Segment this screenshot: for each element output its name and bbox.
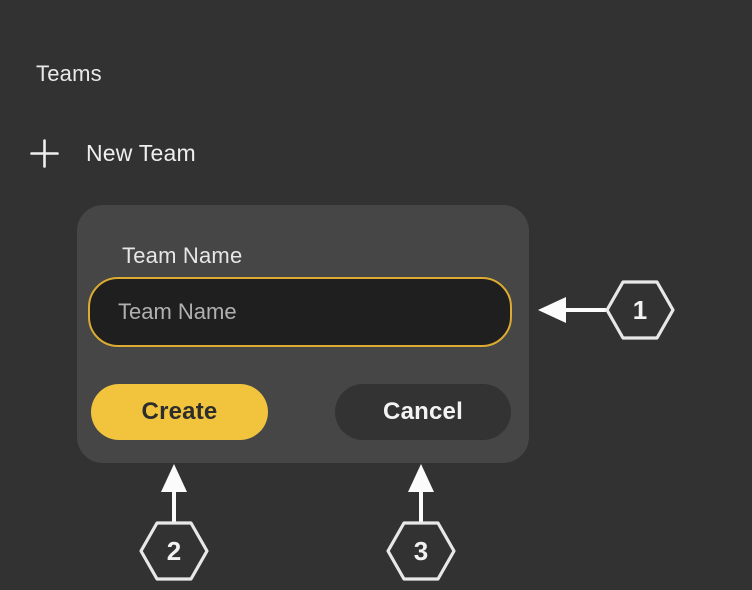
annotation-number-1: 1 — [633, 295, 647, 325]
new-team-button[interactable]: New Team — [30, 138, 196, 168]
plus-icon — [30, 138, 59, 168]
team-name-input[interactable] — [88, 277, 512, 347]
annotation-arrow-1 — [538, 297, 607, 323]
annotation-arrow-2 — [161, 464, 187, 524]
create-button[interactable]: Create — [91, 384, 268, 440]
new-team-label: New Team — [86, 139, 196, 166]
annotation-marker-2: 2 — [139, 521, 209, 581]
page-title: Teams — [36, 61, 102, 86]
annotation-marker-1: 1 — [605, 280, 675, 340]
annotation-number-3: 3 — [414, 536, 428, 566]
annotation-arrow-3 — [408, 464, 434, 524]
cancel-button[interactable]: Cancel — [335, 384, 511, 440]
annotation-number-2: 2 — [167, 536, 181, 566]
new-team-dialog: Team Name Create Cancel — [77, 205, 529, 463]
team-name-label: Team Name — [122, 243, 243, 268]
annotation-marker-3: 3 — [386, 521, 456, 581]
